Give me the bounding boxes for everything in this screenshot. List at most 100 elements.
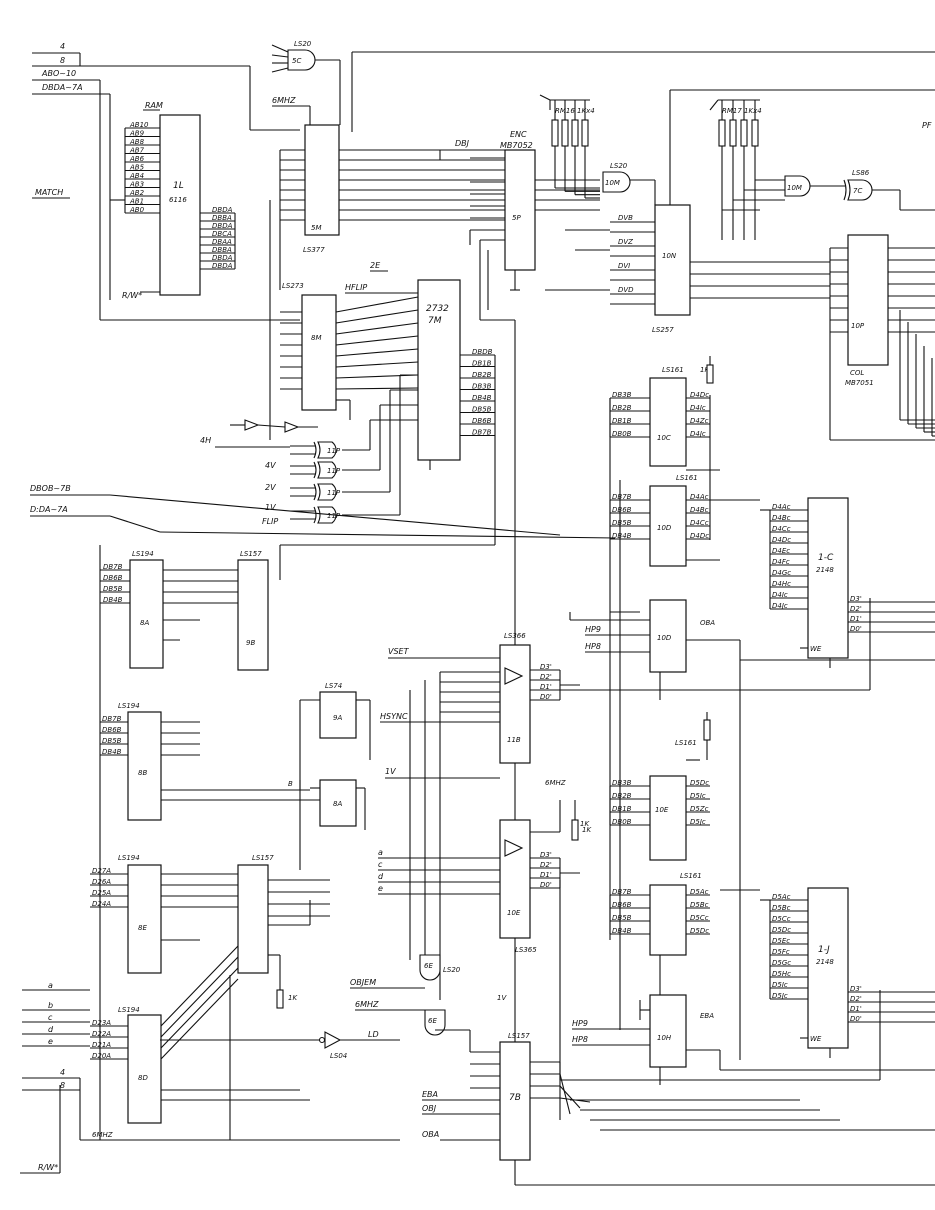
eprom-output-pin: DBDB <box>472 348 493 356</box>
counter-output-pin: D4Ic <box>690 404 706 412</box>
eba-label: EBA <box>422 1090 438 1099</box>
ram-data-pin: DBBA <box>212 246 232 254</box>
eprom-output-pin: DB3B <box>472 383 492 391</box>
counter-output-pin: D4Dc <box>690 532 709 540</box>
counter-output-pin: D4Ac <box>690 493 709 501</box>
ls161-d-label: LS161 <box>680 872 702 880</box>
input-label-8: 8 <box>60 56 65 65</box>
ls273-id: 8M <box>311 334 322 342</box>
ram2148-address-pin: D5Dc <box>772 926 791 934</box>
ls273-label: LS273 <box>282 282 304 290</box>
counter-input-pin: DB3B <box>612 391 632 399</box>
counter-output-pin: D4Bc <box>690 506 709 514</box>
rm17-label: RM17 1Kx4 <box>722 107 762 115</box>
ls194d-input-pin: D23A <box>92 1019 111 1027</box>
top-input-bus: 4 8 ABO~10 DBDA~7A <box>32 42 300 321</box>
ram-address-pin: AB10 <box>129 121 149 129</box>
counter-output-pin: D4Cc <box>690 519 709 527</box>
ls161-c-id: 10E <box>655 806 669 814</box>
ls194a-input-pin: DB7B <box>103 563 123 571</box>
rm17-resistor-network: RM17 1Kx4 <box>669 89 935 240</box>
one-v-label: 1V <box>497 994 507 1002</box>
ls161-a-label: LS161 <box>662 366 684 374</box>
ls194a-input-pin: DB4B <box>103 596 123 604</box>
buffer-output-pin: D2' <box>540 861 552 869</box>
eprom-output-pin: DB6B <box>472 417 492 425</box>
eprom-output-pin: DB5B <box>472 406 492 414</box>
eprom-id: 7M <box>428 316 442 326</box>
ls20-mid-id: 10M <box>605 179 620 187</box>
counter-input-pin: DB1B <box>612 417 632 425</box>
ls194b-input-pin: DB7B <box>102 715 122 723</box>
ls194-c-id: 8E <box>138 924 147 932</box>
ls257-id: 10N <box>662 252 677 260</box>
ls161-a-1k: 1K <box>700 366 710 374</box>
xor-gate-id: 11P <box>327 489 341 497</box>
ls257-input-pin: DVD <box>618 286 634 294</box>
ls20-right-gate: 10M <box>784 175 845 197</box>
ls194-b-label: LS194 <box>118 702 140 710</box>
ls161-c-label: LS161 <box>675 739 697 747</box>
ram2148-address-pin: D4Bc <box>772 514 791 522</box>
ls74-8a: 8A <box>319 779 357 827</box>
counter-input-pin: DB3B <box>612 779 632 787</box>
buffer-input-label: c <box>378 860 383 869</box>
counter-output-pin: D4Dc <box>690 391 709 399</box>
left-signal-label: 4 <box>60 1068 65 1077</box>
ram-chip-id: 1L <box>173 181 184 191</box>
counter-input-pin: DB0B <box>612 430 632 438</box>
flip-label: FLIP <box>262 517 278 526</box>
ram-address-pin: AB4 <box>129 172 144 180</box>
ls377-top-label: LS377 <box>303 246 325 254</box>
ls257-input-pin: DVI <box>618 262 630 270</box>
ls157-7b: LS157 7B EBA OBJ OBA <box>422 1032 531 1161</box>
rw-label: R/W* <box>122 291 142 300</box>
ram2148-address-pin: D4Hc <box>772 580 791 588</box>
counter-output-pin: D4Zc <box>690 417 709 425</box>
xor-gate-id: 11P <box>327 447 341 455</box>
input-label-4: 4 <box>60 42 65 51</box>
pf-label: PF <box>922 121 932 130</box>
ram2148-address-pin: D4Cc <box>772 525 791 533</box>
ls365-label: LS365 <box>515 946 537 954</box>
ram-address-pin: AB9 <box>129 130 145 138</box>
counter-output-pin: D5Dc <box>690 779 709 787</box>
ls161-b-id: 10D <box>657 524 672 532</box>
ram2148-address-pin: D5Ac <box>772 893 791 901</box>
ls161-10d-lower-id: 10D <box>657 634 672 642</box>
ram2148-data-pin: D1' <box>850 615 862 623</box>
ram-label: RAM <box>145 101 163 110</box>
ram2148-data-pin: D0' <box>850 625 862 633</box>
v1-label: 1V <box>265 503 276 512</box>
ls366-a-label: LS366 <box>504 632 526 640</box>
ram-data-pin: DBDA <box>212 206 233 214</box>
ram2148-address-pin: D5Bc <box>772 904 791 912</box>
ls157-9b: LS157 9B <box>237 550 269 671</box>
generated-wiring: B1K <box>229 356 935 1186</box>
ls161-10c: LS161 10C DB3BDB2BDB1BDB0BD4DcD4IcD4ZcD4… <box>609 366 710 467</box>
ls04-inverter: LS04 LD <box>160 1030 400 1060</box>
ls20-right-id: 10M <box>787 184 802 192</box>
ls74-a-id: 9A <box>333 714 342 722</box>
ram2148-address-pin: D5Ic <box>772 981 788 989</box>
left-signal-label: e <box>48 1037 53 1046</box>
ls194d-input-pin: D22A <box>92 1030 111 1038</box>
ram-address-pin: AB1 <box>129 198 144 206</box>
ls161-c-1k: 1K <box>580 820 590 828</box>
ram2148-data-pin: D3' <box>850 595 862 603</box>
resistor-1k-label: 1K <box>288 994 298 1002</box>
counter-input-pin: DB1B <box>612 805 632 813</box>
vset-label: VSET <box>388 647 410 656</box>
counter-input-pin: DB5B <box>612 914 632 922</box>
buffer-output-pin: D1' <box>540 871 552 879</box>
col-label: COL <box>850 369 864 377</box>
eprom-output-pin: DB4B <box>472 394 492 402</box>
ram-chip-part: 6116 <box>169 196 187 204</box>
ram-b-id: 1-J <box>818 945 830 955</box>
ls366-b-id: 10E <box>507 909 521 917</box>
counter-input-pin: DB7B <box>612 493 632 501</box>
